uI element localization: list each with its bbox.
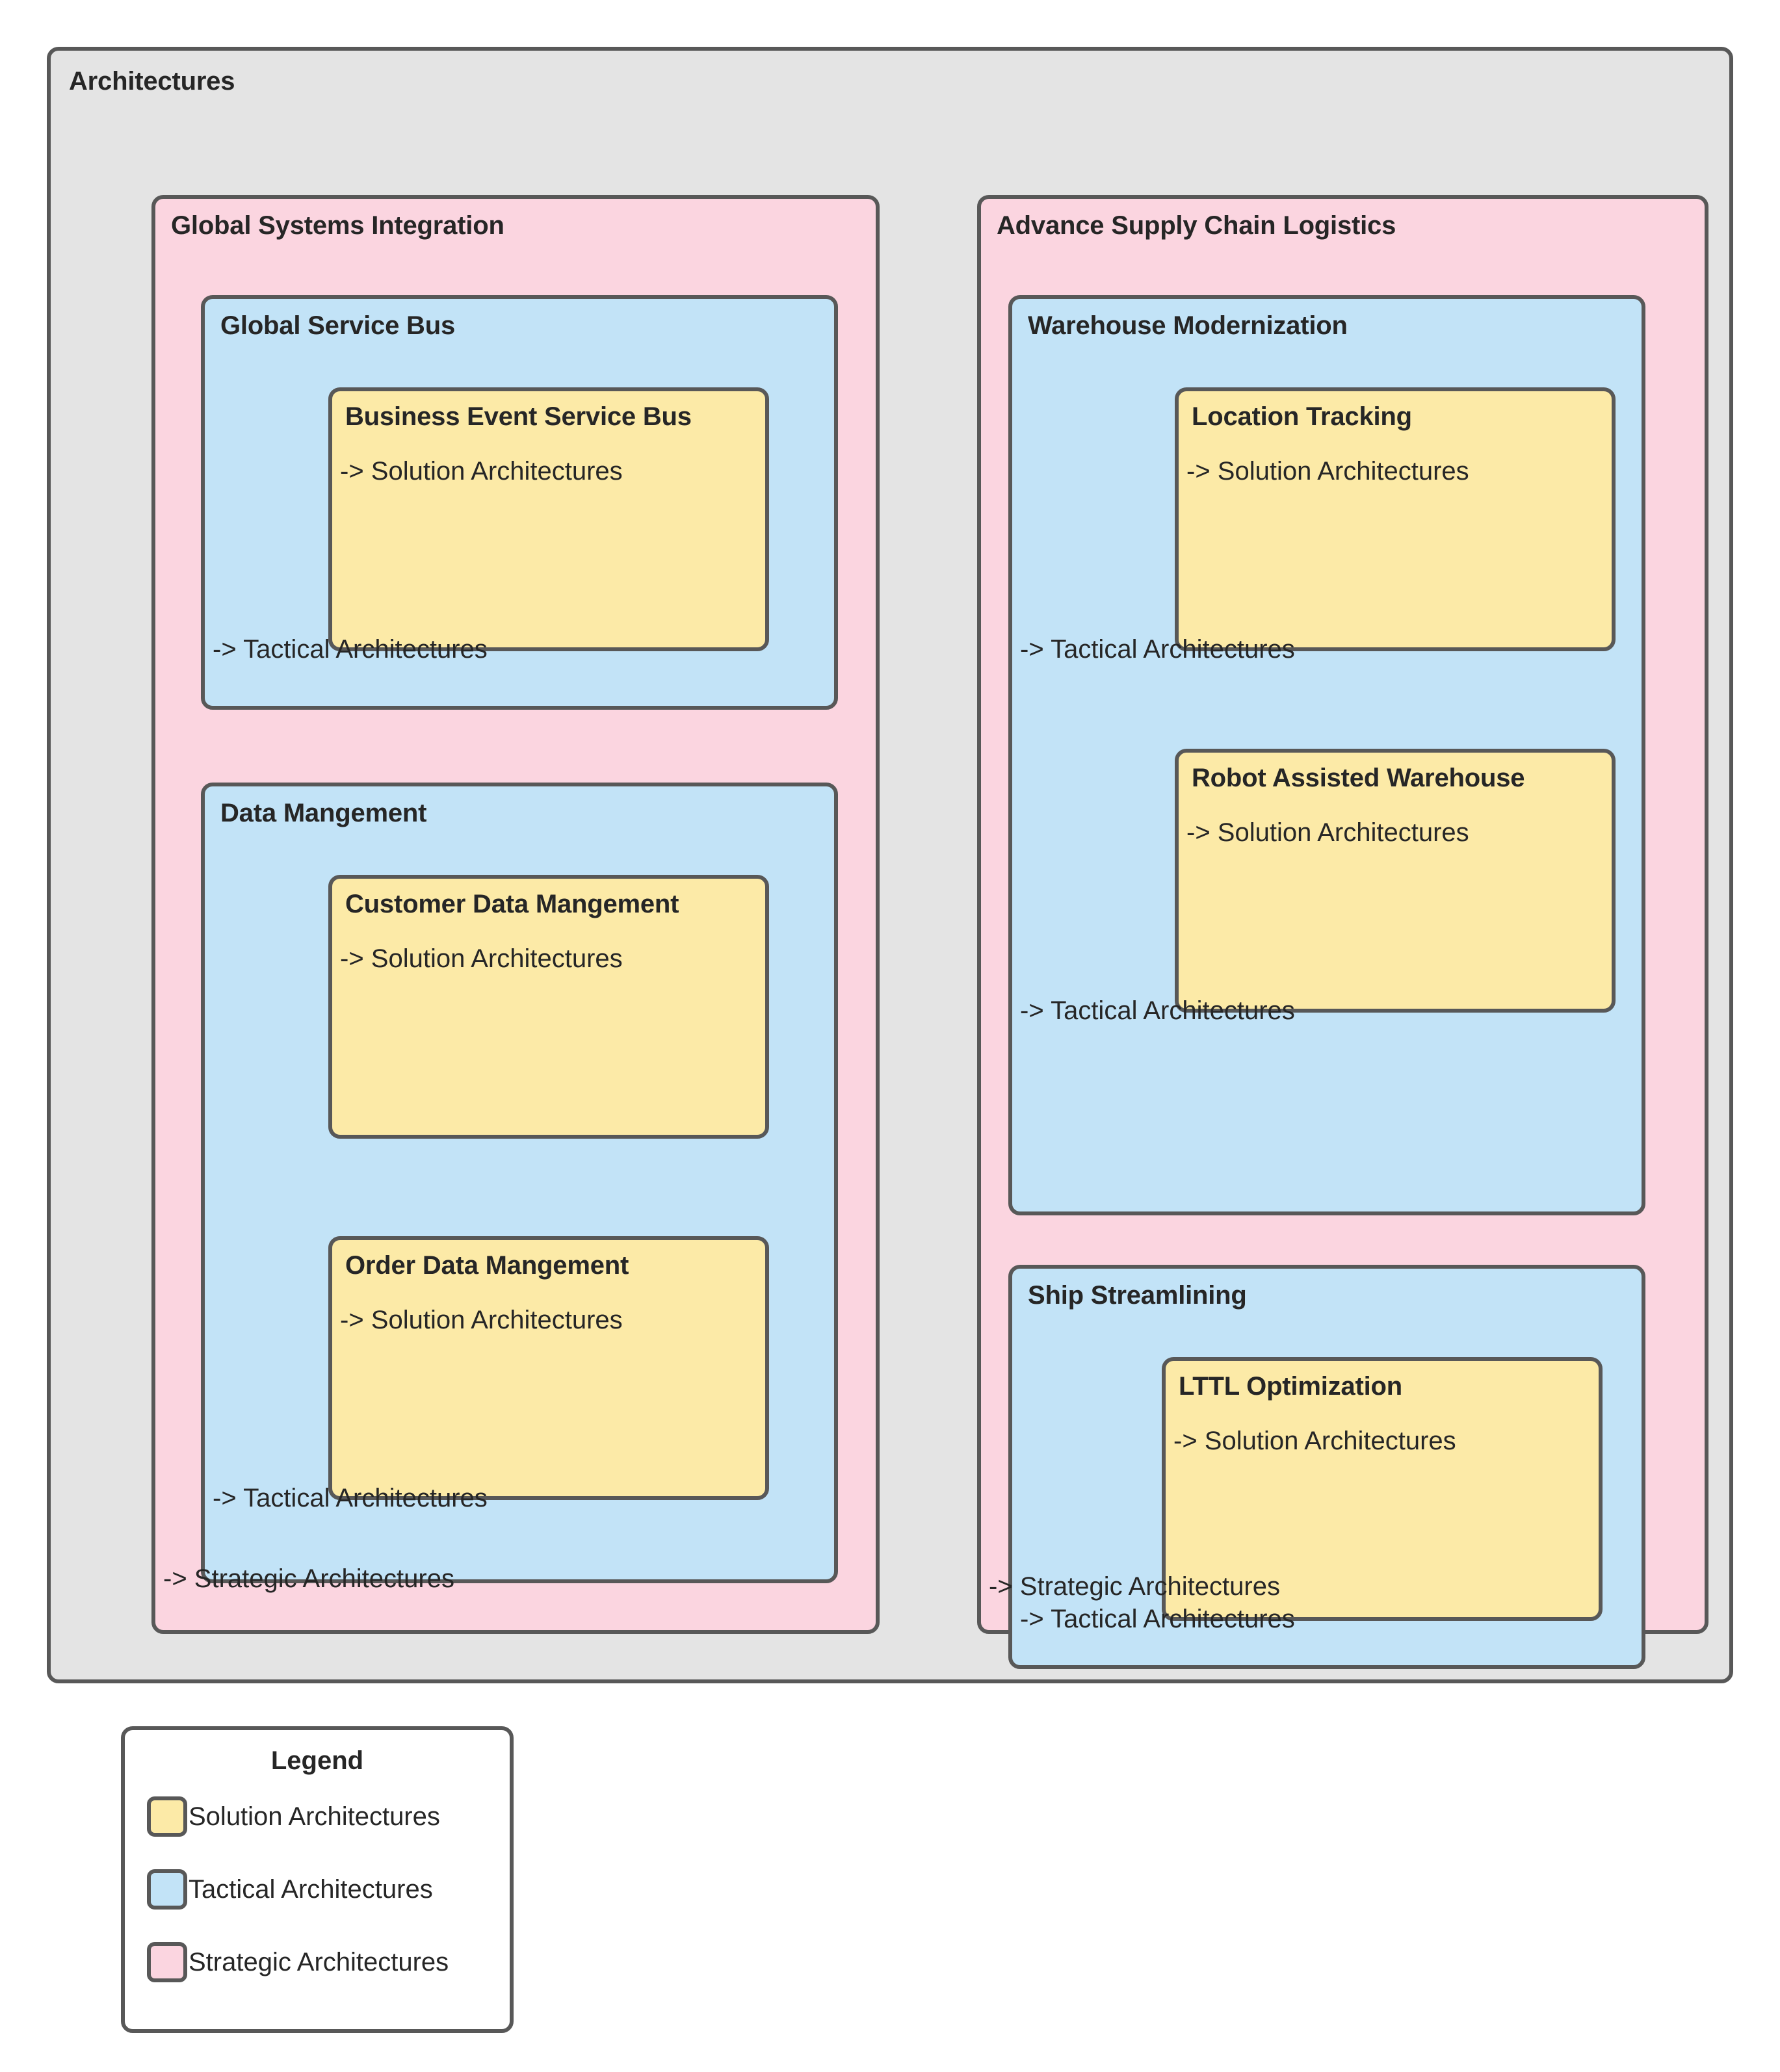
strategic-group-global-systems-integration[interactable]: Global Systems Integration Global Servic… xyxy=(151,195,880,1634)
solution-business-event-service-bus[interactable]: Business Event Service Bus -> Solution A… xyxy=(328,387,769,651)
legend-swatch-solution-icon xyxy=(147,1796,187,1837)
solution-relation-label: -> Solution Architectures xyxy=(340,944,623,973)
solution-title: Customer Data Mangement xyxy=(345,890,679,918)
legend-swatch-tactical-icon xyxy=(147,1869,187,1910)
tactical-group-ship-streamlining[interactable]: Ship Streamlining LTTL Optimization -> S… xyxy=(1008,1265,1645,1669)
solution-robot-assisted-warehouse[interactable]: Robot Assisted Warehouse -> Solution Arc… xyxy=(1175,749,1616,1013)
root-title: Architectures xyxy=(69,67,235,96)
legend-item-tactical-architectures: Tactical Architectures xyxy=(147,1865,433,1913)
tactical-group-warehouse-modernization[interactable]: Warehouse Modernization Location Trackin… xyxy=(1008,295,1645,1215)
solution-relation-label: -> Solution Architectures xyxy=(1186,818,1469,847)
solution-title: Order Data Mangement xyxy=(345,1251,629,1280)
solution-order-data-mangement[interactable]: Order Data Mangement -> Solution Archite… xyxy=(328,1236,769,1500)
legend-item-solution-architectures: Solution Architectures xyxy=(147,1793,440,1841)
solution-relation-label: -> Solution Architectures xyxy=(340,457,623,486)
tactical-group-global-service-bus[interactable]: Global Service Bus Business Event Servic… xyxy=(201,295,838,710)
solution-relation-label: -> Solution Architectures xyxy=(340,1306,623,1334)
legend-title: Legend xyxy=(270,1746,364,1775)
solution-relation-label: -> Solution Architectures xyxy=(1186,457,1469,486)
legend-item-strategic-architectures: Strategic Architectures xyxy=(147,1938,449,1986)
solution-title: Business Event Service Bus xyxy=(345,402,692,431)
legend-swatch-strategic-icon xyxy=(147,1942,187,1982)
legend-item-label: Strategic Architectures xyxy=(189,1948,449,1976)
strategic-group-title: Advance Supply Chain Logistics xyxy=(997,211,1396,240)
tactical-relation-label: -> Tactical Architectures xyxy=(213,1484,488,1512)
root-container-architectures: Architectures Global Systems Integration… xyxy=(47,47,1733,1683)
tactical-group-title: Global Service Bus xyxy=(220,311,455,340)
strategic-relation-label: -> Strategic Architectures xyxy=(163,1564,454,1593)
solution-title: Location Tracking xyxy=(1192,402,1412,431)
strategic-group-advance-supply-chain-logistics[interactable]: Advance Supply Chain Logistics Warehouse… xyxy=(977,195,1708,1669)
solution-title: LTTL Optimization xyxy=(1179,1372,1402,1401)
solution-location-tracking[interactable]: Location Tracking -> Solution Architectu… xyxy=(1175,387,1616,651)
tactical-relation-label: -> Tactical Architectures xyxy=(1020,635,1295,664)
legend-item-label: Solution Architectures xyxy=(189,1802,440,1831)
tactical-group-data-mangement[interactable]: Data Mangement Customer Data Mangement -… xyxy=(201,783,838,1583)
tactical-group-title: Ship Streamlining xyxy=(1028,1281,1247,1310)
solution-title: Robot Assisted Warehouse xyxy=(1192,764,1525,792)
solution-customer-data-mangement[interactable]: Customer Data Mangement -> Solution Arch… xyxy=(328,875,769,1139)
legend-panel: Legend Solution Architectures Tactical A… xyxy=(121,1726,514,2033)
legend-item-label: Tactical Architectures xyxy=(189,1875,433,1904)
strategic-group-title: Global Systems Integration xyxy=(171,211,504,240)
tactical-relation-label: -> Tactical Architectures xyxy=(213,635,488,664)
tactical-relation-label: -> Tactical Architectures xyxy=(1020,1605,1295,1633)
tactical-relation-label: -> Tactical Architectures xyxy=(1020,996,1295,1025)
tactical-group-title: Data Mangement xyxy=(220,799,427,827)
strategic-relation-label: -> Strategic Architectures xyxy=(989,1572,1280,1601)
solution-lttl-optimization[interactable]: LTTL Optimization -> Solution Architectu… xyxy=(1162,1357,1603,1621)
solution-relation-label: -> Solution Architectures xyxy=(1173,1427,1456,1455)
tactical-group-title: Warehouse Modernization xyxy=(1028,311,1348,340)
